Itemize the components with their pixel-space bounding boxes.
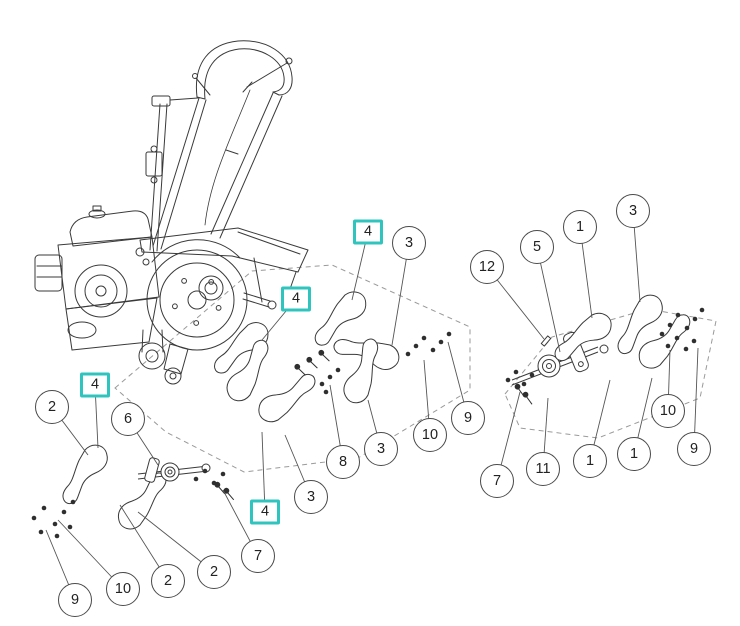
part-callout-balloon[interactable]: 11 [526,452,560,486]
part-callout-balloon[interactable]: 1 [573,444,607,478]
part-callout-balloon[interactable]: 5 [520,230,554,264]
part-callout-balloon[interactable]: 10 [413,418,447,452]
machine-drawing [34,40,309,385]
part-callout-balloon[interactable]: 7 [480,464,514,498]
part-callout-balloon[interactable]: 2 [35,390,69,424]
part-callout-balloon[interactable]: 3 [364,432,398,466]
dashed-region-outlines [114,264,717,473]
part-callout-balloon[interactable]: 12 [470,250,504,284]
part-callout-balloon[interactable]: 9 [58,583,92,617]
part-callout-balloon[interactable]: 10 [651,394,685,428]
part-callout-balloon[interactable]: 9 [451,401,485,435]
part-callout-balloon[interactable]: 8 [326,445,360,479]
part-callout-balloon[interactable]: 3 [616,194,650,228]
highlighted-part-callout[interactable]: 4 [353,219,383,245]
part-callout-balloon[interactable]: 1 [617,437,651,471]
highlighted-part-callout[interactable]: 4 [281,286,311,312]
part-callout-balloon[interactable]: 2 [151,564,185,598]
part-callout-balloon[interactable]: 9 [677,432,711,466]
part-callout-balloon[interactable]: 6 [111,402,145,436]
part-callout-balloon[interactable]: 3 [294,480,328,514]
part-callout-balloon[interactable]: 2 [197,555,231,589]
part-callout-balloon[interactable]: 10 [106,572,140,606]
hardware-dots [31,307,705,539]
part-callout-balloon[interactable]: 1 [563,210,597,244]
part-callout-balloon[interactable]: 7 [241,539,275,573]
highlighted-part-callout[interactable]: 4 [250,499,280,525]
highlighted-part-callout[interactable]: 4 [80,372,110,398]
part-callout-balloon[interactable]: 3 [392,226,426,260]
